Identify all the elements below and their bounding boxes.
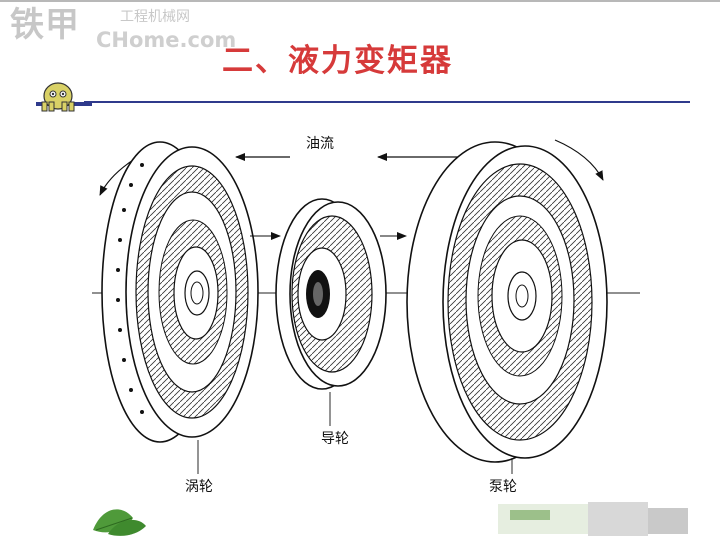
pump-wheel [406, 141, 608, 463]
mascot-icon [36, 82, 92, 112]
stator-wheel [275, 198, 387, 390]
watermark-brand-cn: 铁甲 [10, 5, 80, 45]
bottom-right-decoration [498, 502, 688, 536]
label-oil-flow: 油流 [306, 136, 334, 152]
title-underline [84, 101, 690, 103]
label-stator: 导轮 [321, 431, 349, 447]
pump-rotation-arrow [554, 139, 604, 181]
slide-title: 二、液力变矩器 [222, 43, 453, 79]
turbine-wheel [101, 141, 259, 443]
watermark-brand-sub: 工程机械网 [120, 9, 190, 25]
leaf-decoration-icon [93, 509, 146, 536]
top-border [0, 0, 720, 2]
label-turbine: 涡轮 [185, 479, 213, 495]
watermark-brand-en: CHome.com [96, 28, 237, 52]
label-pump: 泵轮 [489, 479, 517, 495]
